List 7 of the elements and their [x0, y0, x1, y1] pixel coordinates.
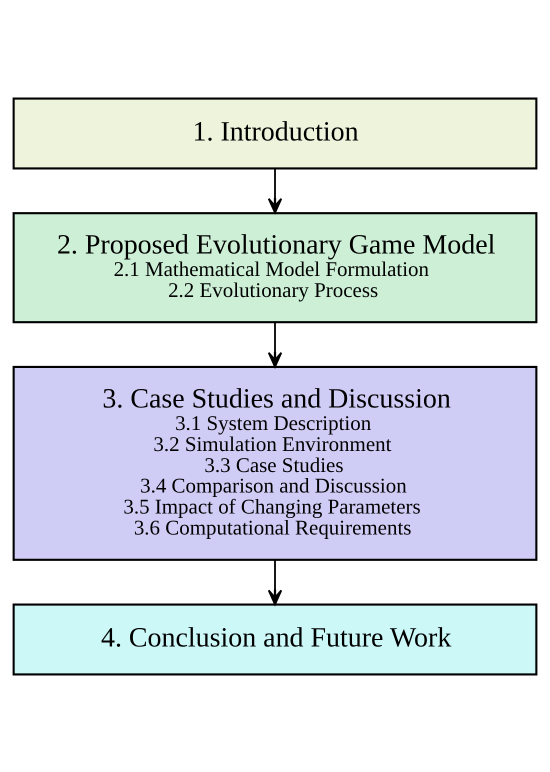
- arrow: [268, 322, 282, 368]
- arrow: [268, 168, 282, 214]
- node-box: 3. Case Studies and Discussion 3.1 System Description 3.2 Simulation Environment 3.3 Case Studies 3.4 Comparison and Discussion 3.5 Impact of Changing Parameters 3.6 Computational Requirements: [12, 365, 538, 560]
- node-box: 1. Introduction: [12, 97, 538, 170]
- node-box: 4. Conclusion and Future Work: [12, 602, 538, 675]
- arrow: [268, 560, 282, 605]
- node-box: 2. Proposed Evolutionary Game Model 2.1 Mathematical Model Formulation 2.2 Evolutionary Process: [12, 212, 538, 323]
